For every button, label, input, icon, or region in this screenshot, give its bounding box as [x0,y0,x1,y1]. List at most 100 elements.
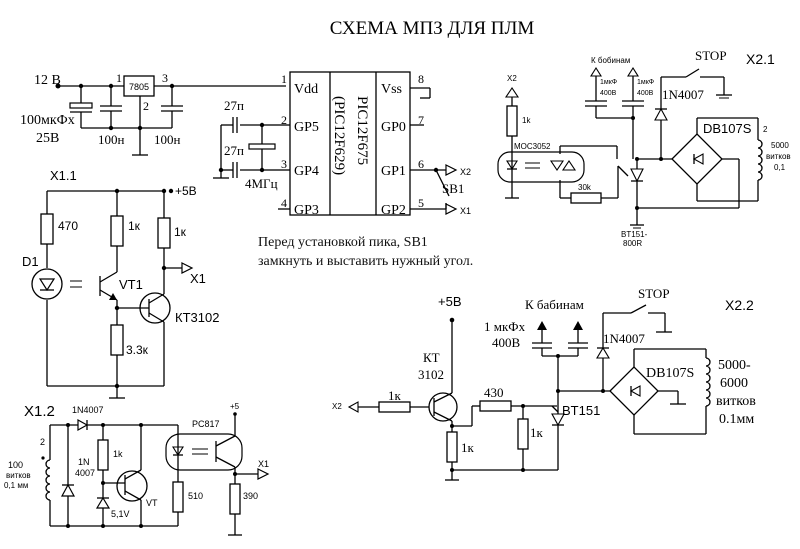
thyristor-bt151-label: BT151 [562,403,600,418]
x1-1-output-arrow [181,262,194,274]
setup-note: Перед установкой пика, SB1 замкнуть и вы… [258,235,474,269]
mcu-alt-name: (PIC12F629) [331,96,347,175]
pin-label-gp3: GP3 [294,203,319,218]
x1-1-label: X1.1 [50,168,77,183]
resistor-1k-gate-label: 1к [530,425,544,440]
pin-label-gp2: GP2 [381,203,406,218]
coil-x2-2-line2: 6000 [720,376,748,391]
transistor-label-line1: КТ [423,350,440,365]
zener-label: 5,1V [111,509,130,519]
resistor-3-3k [110,324,124,356]
coil-100-turns [45,459,51,501]
resistor-30k-label: 30k [578,183,592,192]
cap1-value: 27п [224,98,244,113]
schematic-title: СХЕМА МПЗ ДЛЯ ПЛМ [330,18,535,39]
cap1-label-line2: 400В [600,90,617,97]
coils-label: К бобинам [591,56,630,65]
mcu-chip [289,71,411,216]
thyristor-label-line1: BT151- [621,230,648,239]
mcu-name: PIC12F675 [354,96,370,165]
coil-x2-2-line4: 0.1мм [719,412,754,427]
x1-1-supply: +5В [175,184,197,198]
regulator-pin-2: 2 [143,99,149,113]
resistor-3-3k-label: 3.3к [126,343,149,357]
x2-1-input-label: X2 [507,74,517,83]
resistor-1k-label: 1k [113,449,123,459]
stop-switch-x2-2-label: STOP [638,286,670,301]
gp1-output-label: X2 [460,167,471,177]
x1-2-supply: +5 [230,402,240,411]
coil-label-line1: 100 [8,460,23,470]
cap2-label-line1: 1мкФ [637,79,654,86]
optocoupler-label: PC817 [192,419,220,429]
crystal-value: 4МГц [245,176,278,191]
electrolytic-capacitor [69,102,93,109]
pin-num-7: 7 [418,113,424,127]
bridge-db107s [671,133,723,185]
phototransistor-label: VT1 [119,277,143,292]
electrolytic-cap-value: 100мкФх [20,113,75,128]
resistor-1k-1 [110,215,124,247]
resistor-470-label: 470 [58,219,78,233]
sensor-x1-2: X1.2 1N4007 2 100 витков 0,1 мм 1N 4007 … [4,402,270,536]
bridge-label: DB107S [703,121,752,136]
resistor-1k-gate [517,418,529,450]
regulator-label: 7805 [129,82,149,92]
optocoupler-pc817 [165,433,243,471]
switch-sb1[interactable] [435,169,450,197]
cap-in-value: 100н [98,132,125,147]
regulator-pin-1: 1 [116,71,122,85]
pin-label-gp1: GP1 [381,164,406,179]
x2-2-label: X2.2 [725,297,754,313]
diode-1n4007 [77,418,89,432]
stop-switch[interactable] [685,68,700,78]
pin-label-vss: Vss [381,82,402,97]
resistor-1k-base [378,401,411,413]
x1-2-output-label: X1 [258,459,269,469]
x2-output-arrow [445,164,458,176]
pin-num-4: 4 [281,196,287,210]
pin-num-1: 1 [281,72,287,86]
transistor-vt-label: VT [146,498,158,508]
sensor-x1-1: X1.1 +5В 470 D1 1к VT1 3.3к [22,168,219,399]
pin-num-3: 3 [281,157,287,171]
resistor-1k-in [506,105,518,137]
coil-pin-label-x2-1: 2 [763,125,768,134]
gp2-output-label: X1 [460,206,471,216]
diode-1n4007-x2-1 [654,107,668,121]
regulator-pin-3: 3 [162,71,168,85]
mcu-section: PIC12F675 (PIC12F629) Vdd GP5 GP4 GP3 Vs… [213,71,471,218]
coils-label-x2-2: К бабинам [525,297,584,312]
x2-1-input-arrow [504,87,520,98]
diode-shunt-line2: 4007 [75,468,95,478]
bridge-x2-2-label: DB107S [646,366,694,381]
stop-switch-x2-2[interactable] [630,304,647,314]
led-d1 [31,268,63,300]
x1-1-output-label: X1 [190,271,206,286]
pin-num-6: 6 [418,157,424,171]
x2-1-label: X2.1 [746,51,775,67]
diode-1n4007-label: 1N4007 [662,87,704,102]
optotriac-moc3052 [497,151,585,183]
coil-label-line2: витков [6,471,31,480]
caps-label-line1: 1 мкФх [484,319,526,334]
x2-2-input-label: X2 [332,402,342,411]
coil-x2-2-line1: 5000- [718,358,751,373]
caps-label-line2: 400В [492,335,521,350]
resistor-430-label: 430 [484,385,504,400]
coil-label-line3: 0,1 мм [4,481,28,490]
transistor-kt3102-label: КТ3102 [175,310,219,325]
switch-sb1-label: SB1 [442,181,464,196]
resistor-510 [172,481,184,513]
resistor-1k-2 [157,217,171,249]
coil-x2-1-line3: 0,1 [774,163,786,172]
power-section: 12 В 7805 1 3 2 100мкФх 25В 100н [20,71,286,156]
zener-5-1v [95,496,111,509]
crystal-4mhz [248,143,276,150]
resistor-1k-base-label: 1к [388,388,402,403]
diode-shunt [60,483,76,497]
resistor-1k-emitter-label: 1к [461,440,475,455]
cap-out-value: 100н [154,132,181,147]
